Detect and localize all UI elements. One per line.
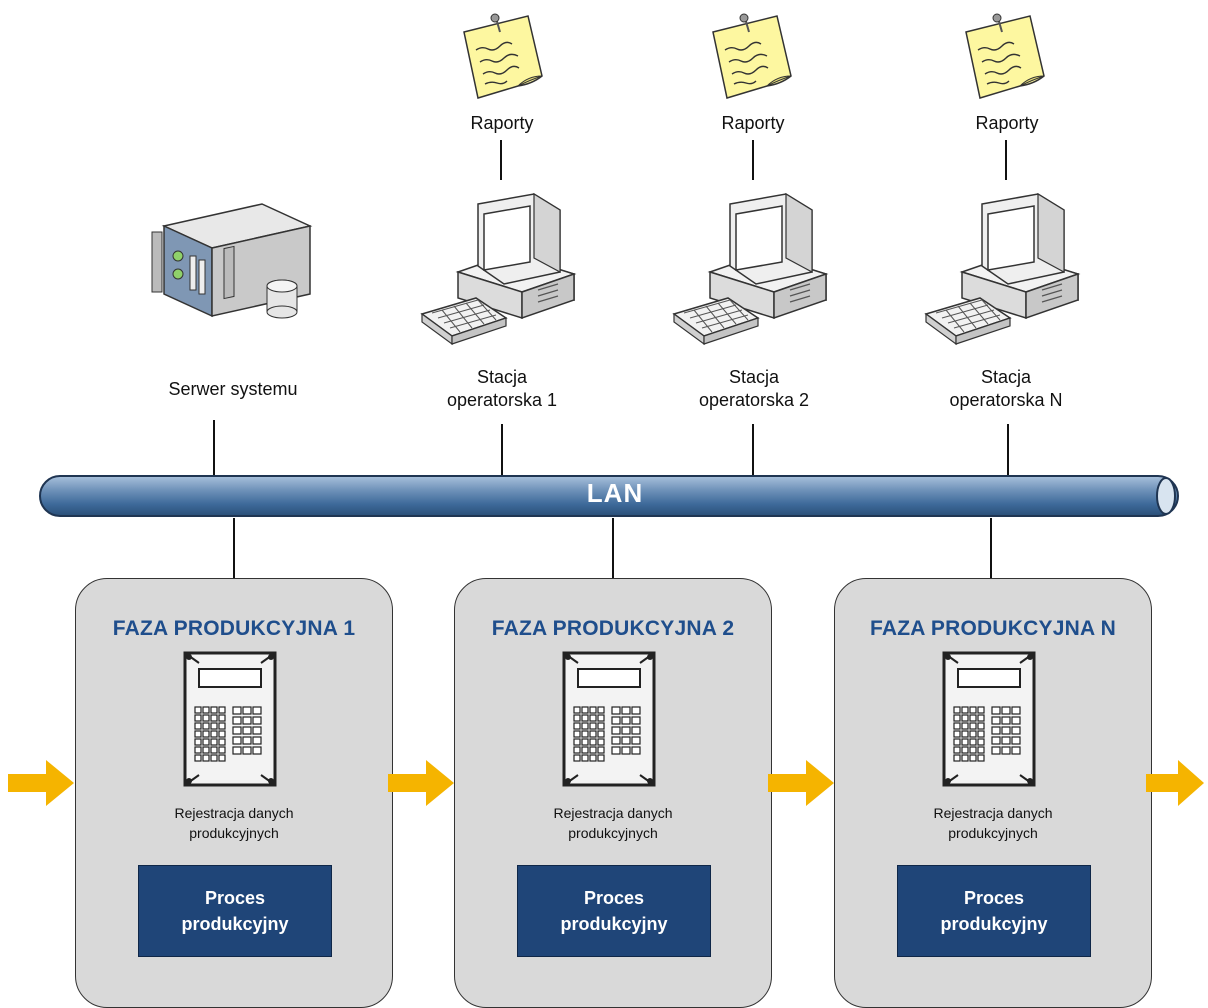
- data-terminal-icon: [562, 651, 656, 787]
- station-connector-3: [1007, 424, 1009, 478]
- server-icon: [151, 203, 313, 319]
- production-phase-2: FAZA PRODUKCYJNA 2 Rejestracja danych pr…: [454, 578, 772, 1008]
- station-label-1: Stacja operatorska 1: [446, 367, 558, 410]
- production-phase-3: FAZA PRODUKCYJNA N Rejestracja danych pr…: [834, 578, 1152, 1008]
- registration-label: Rejestracja danych produkcyjnych: [174, 805, 294, 841]
- production-process-box: Proces produkcyjny: [897, 865, 1091, 957]
- lan-bus: [39, 475, 1179, 517]
- phase-title: FAZA PRODUKCYJNA 2: [491, 617, 735, 640]
- data-terminal-icon: [942, 651, 1036, 787]
- server-label: Serwer systemu: [168, 379, 298, 399]
- phase-connector-2: [612, 518, 614, 580]
- station-label-2: Stacja operatorska 2: [698, 367, 810, 410]
- phase-connector-3: [990, 518, 992, 580]
- flow-arrow-icon: [1146, 760, 1204, 806]
- production-phase-1: FAZA PRODUKCYJNA 1 Rejestracja danych pr…: [75, 578, 393, 1008]
- flow-arrow-icon: [388, 760, 454, 806]
- report-connector-1: [500, 140, 502, 180]
- flow-arrow-icon: [768, 760, 834, 806]
- production-process-box: Proces produkcyjny: [517, 865, 711, 957]
- report-note-icon: [965, 13, 1045, 99]
- report-label-3: Raporty: [975, 113, 1039, 133]
- phase-title: FAZA PRODUKCYJNA N: [870, 617, 1116, 640]
- workstation-icon: [672, 192, 829, 346]
- report-note-icon: [712, 13, 792, 99]
- flow-arrow-icon: [8, 760, 74, 806]
- server-connector: [213, 420, 215, 478]
- registration-label: Rejestracja danych produkcyjnych: [933, 805, 1053, 841]
- report-label-1: Raporty: [470, 113, 534, 133]
- station-connector-1: [501, 424, 503, 478]
- registration-label: Rejestracja danych produkcyjnych: [553, 805, 673, 841]
- report-label-2: Raporty: [721, 113, 785, 133]
- production-process-box: Proces produkcyjny: [138, 865, 332, 957]
- phase-connector-1: [233, 518, 235, 580]
- report-note-icon: [463, 13, 543, 99]
- workstation-icon: [420, 192, 577, 346]
- station-connector-2: [752, 424, 754, 478]
- phase-title: FAZA PRODUKCYJNA 1: [112, 617, 356, 640]
- station-label-3: Stacja operatorska N: [949, 367, 1063, 410]
- report-connector-2: [752, 140, 754, 180]
- workstation-icon: [924, 192, 1081, 346]
- lan-label: LAN: [586, 478, 644, 508]
- report-connector-3: [1005, 140, 1007, 180]
- data-terminal-icon: [183, 651, 277, 787]
